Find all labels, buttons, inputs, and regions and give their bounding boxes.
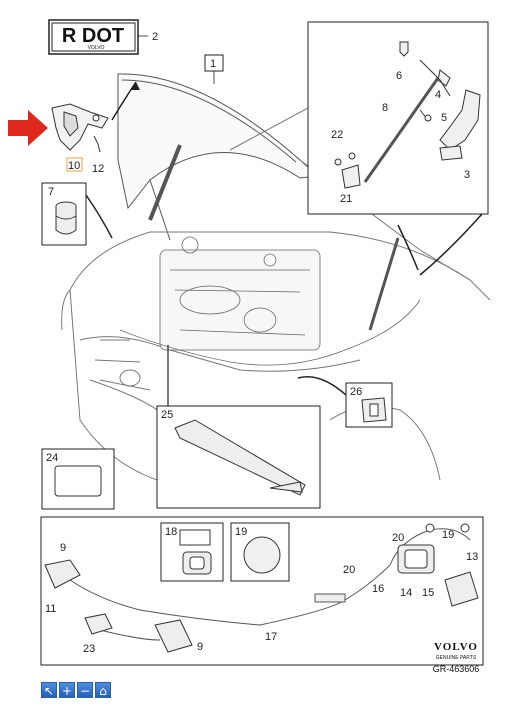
diagram-reference: GR-463606 bbox=[433, 664, 480, 674]
cap-part bbox=[243, 536, 281, 574]
callout-20a: 20 bbox=[343, 564, 355, 576]
callout-11: 11 bbox=[45, 603, 56, 615]
zoom-in-button[interactable]: + bbox=[59, 682, 75, 698]
callout-1: 1 bbox=[210, 58, 216, 70]
callout-10: 10 bbox=[68, 160, 80, 172]
hood-bracket-part bbox=[51, 103, 109, 151]
callout-13: 13 bbox=[466, 551, 478, 563]
callout-4: 4 bbox=[435, 89, 441, 101]
callout-26: 26 bbox=[350, 386, 362, 398]
pad-part bbox=[54, 465, 102, 497]
callout-21: 21 bbox=[340, 193, 352, 205]
red-pointer-arrow-icon bbox=[8, 110, 48, 146]
callout-20b: 20 bbox=[392, 532, 404, 544]
grommet-part bbox=[179, 529, 212, 575]
home-button[interactable]: ⌂ bbox=[95, 682, 111, 698]
rubber-stop-part bbox=[55, 201, 77, 235]
callout-15: 15 bbox=[422, 587, 434, 599]
callout-19b: 19 bbox=[442, 529, 454, 541]
select-tool-button[interactable]: ↖ bbox=[41, 682, 57, 698]
callout-8: 8 bbox=[382, 102, 388, 114]
callout-6: 6 bbox=[396, 70, 402, 82]
gas-strut-part bbox=[363, 77, 440, 183]
callout-22: 22 bbox=[331, 129, 343, 141]
zoom-out-button[interactable]: − bbox=[77, 682, 93, 698]
callout-14: 14 bbox=[400, 587, 412, 599]
callout-25: 25 bbox=[161, 409, 173, 421]
callout-16: 16 bbox=[372, 583, 384, 595]
callout-9a: 9 bbox=[60, 542, 66, 554]
logo-text: R DOT bbox=[62, 25, 124, 47]
callout-12: 12 bbox=[92, 163, 104, 175]
callout-18: 18 bbox=[165, 526, 177, 538]
brand-logo-part: R DOT VOLVO bbox=[48, 19, 139, 55]
clip-part bbox=[361, 397, 387, 423]
hood-panel bbox=[117, 73, 320, 241]
callout-9b: 9 bbox=[197, 641, 203, 653]
callout-19a: 19 bbox=[235, 526, 247, 538]
viewer-toolbar: ↖ + − ⌂ bbox=[41, 682, 111, 698]
callout-17: 17 bbox=[265, 631, 277, 643]
callout-24: 24 bbox=[46, 452, 58, 464]
logo-subtext: VOLVO bbox=[88, 45, 105, 51]
brand-name: VOLVO bbox=[434, 641, 478, 653]
hinge-detail bbox=[334, 41, 481, 189]
latch-parts bbox=[44, 523, 479, 653]
brand-subtext: GENUINE PARTS bbox=[436, 655, 477, 661]
callout-5: 5 bbox=[441, 112, 447, 124]
callout-3: 3 bbox=[464, 169, 470, 181]
callout-7: 7 bbox=[48, 186, 54, 198]
cover-strip-part bbox=[174, 419, 306, 496]
callout-2: 2 bbox=[152, 31, 158, 43]
callout-23: 23 bbox=[83, 643, 95, 655]
hood-release-cable bbox=[69, 528, 471, 641]
engine-bay bbox=[119, 236, 421, 366]
